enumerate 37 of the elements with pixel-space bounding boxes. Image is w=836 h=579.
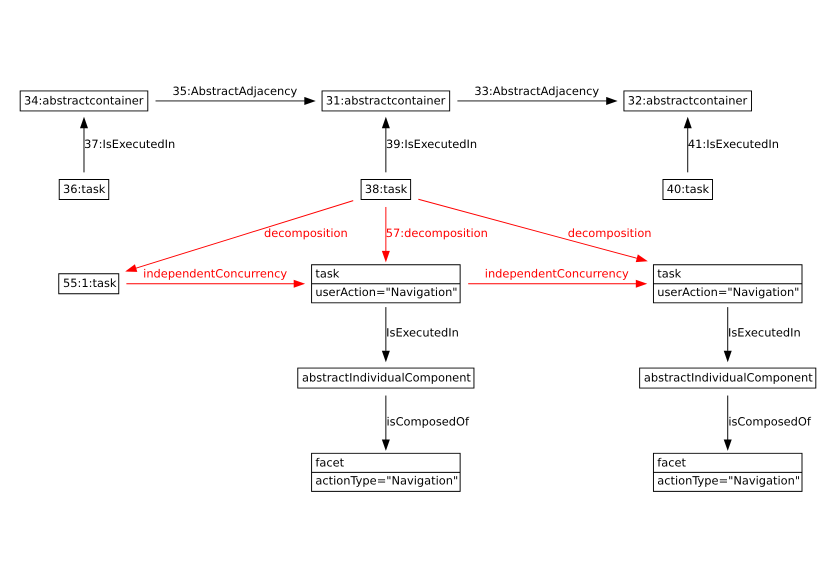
node-box: 31:abstractcontainer — [322, 90, 450, 112]
arrow — [456, 96, 618, 105]
edge-label: decomposition — [264, 226, 348, 240]
node-box: 38:task — [360, 179, 412, 200]
edge-label: 35:AbstractAdjacency — [172, 84, 298, 98]
edge-label: decomposition — [568, 226, 652, 240]
edge-label: independentConcurrency — [484, 266, 629, 281]
node-box: abstractIndividualComponent — [639, 368, 816, 389]
edge-label: 37:IsExecutedIn — [84, 137, 176, 152]
edge-label: independentConcurrency — [143, 266, 288, 281]
arrow — [382, 306, 390, 362]
arrow — [126, 280, 306, 288]
arrow — [724, 306, 732, 362]
edge-label: isComposedOf — [728, 414, 811, 428]
arrow — [80, 116, 88, 173]
arrow — [684, 116, 692, 173]
arrow — [418, 198, 648, 262]
node-box: abstractIndividualComponent — [297, 368, 474, 389]
arrow — [382, 206, 390, 262]
node-box: 36:task — [58, 179, 110, 200]
arrow — [724, 395, 732, 451]
arrow — [382, 116, 390, 173]
edge-label: 33:AbstractAdjacency — [474, 84, 600, 98]
edge-label: IsExecutedIn — [386, 326, 459, 340]
edge-label: 39:IsExecutedIn — [386, 137, 478, 152]
arrow — [468, 280, 648, 288]
edge-label: isComposedOf — [386, 414, 470, 428]
edge-label: IsExecutedIn — [728, 326, 801, 340]
edge-label: 57:decomposition — [386, 226, 488, 240]
arrow — [155, 96, 316, 105]
node-box: 32:abstractcontainer — [623, 90, 752, 112]
node-box: 34:abstractcontainer — [20, 90, 148, 112]
arrow — [125, 200, 354, 272]
node-box: 55:1:task — [58, 273, 120, 294]
node-box: 40:task — [662, 179, 713, 200]
edge-label: 41:IsExecutedIn — [688, 137, 780, 152]
arrow — [382, 395, 390, 451]
